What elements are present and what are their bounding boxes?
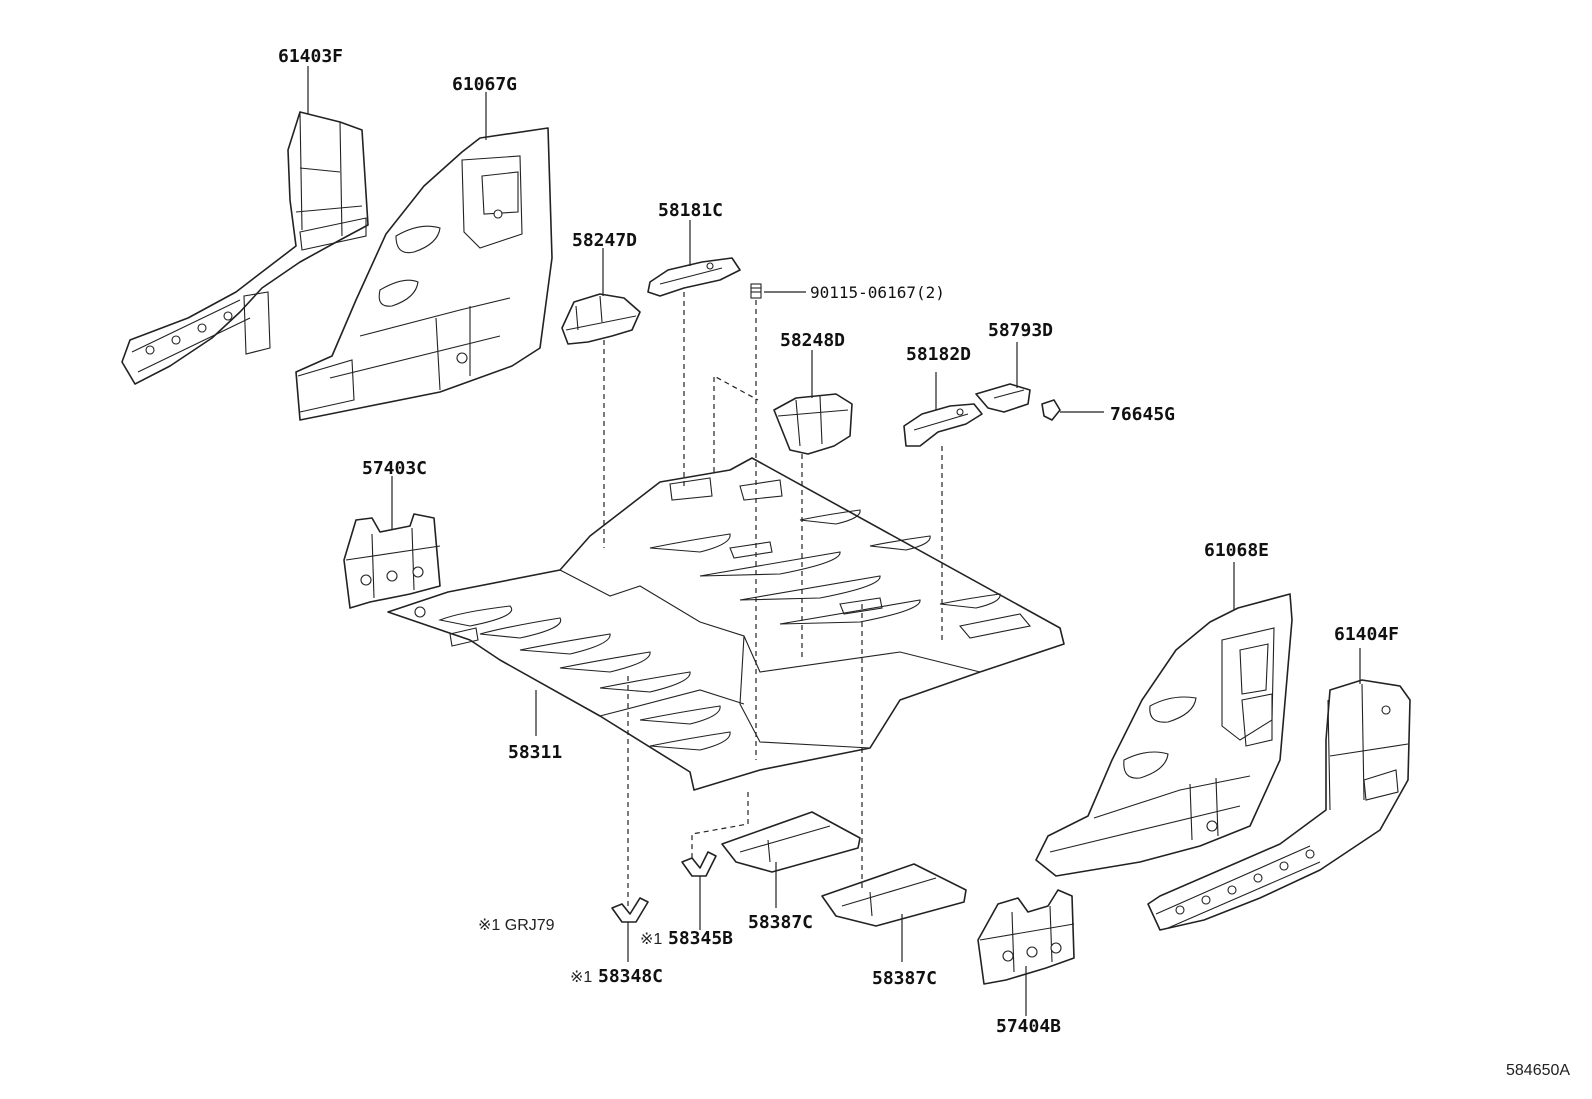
- mark-58345B: ※1: [640, 931, 662, 948]
- part-58348C-drawing: [611, 897, 649, 923]
- label-58387C-lower: 58387C: [872, 968, 937, 989]
- part-58387C-lower-drawing: [821, 863, 967, 927]
- label-58345B: 58345B: [668, 928, 733, 949]
- label-58247D: 58247D: [572, 230, 637, 251]
- note-grj79: ※1 GRJ79: [478, 917, 555, 934]
- part-57403C-drawing: [343, 513, 441, 609]
- part-58181C-drawing: [647, 257, 741, 297]
- assembly-dashed-lines: [603, 292, 943, 906]
- part-57404B-drawing: [977, 889, 1075, 985]
- part-58793D-drawing: [975, 383, 1031, 413]
- label-76645G: 76645G: [1110, 404, 1175, 425]
- part-61403F-drawing: [121, 111, 369, 385]
- label-58311: 58311: [508, 742, 562, 763]
- part-58345B-drawing: [681, 851, 717, 877]
- part-61068E-drawing: [1035, 593, 1293, 877]
- label-58387C-upper: 58387C: [748, 912, 813, 933]
- label-90115-06167: 90115-06167(2): [810, 283, 945, 302]
- label-61068E: 61068E: [1204, 540, 1269, 561]
- label-58182D: 58182D: [906, 344, 971, 365]
- part-76645G-drawing: [1041, 399, 1061, 421]
- label-57404B: 57404B: [996, 1016, 1061, 1037]
- part-61067G-drawing: [295, 127, 553, 421]
- part-58248D-drawing: [773, 393, 853, 455]
- part-58311-drawing: [387, 457, 1065, 791]
- label-61403F: 61403F: [278, 46, 343, 67]
- mark-58348C: ※1: [570, 969, 592, 986]
- part-58182D-drawing: [903, 403, 983, 447]
- label-58181C: 58181C: [658, 200, 723, 221]
- part-58247D-drawing: [561, 293, 641, 345]
- label-61404F: 61404F: [1334, 624, 1399, 645]
- part-61404F-drawing: [1147, 679, 1411, 931]
- label-57403C: 57403C: [362, 458, 427, 479]
- label-58793D: 58793D: [988, 320, 1053, 341]
- label-61067G: 61067G: [452, 74, 517, 95]
- part-90115-bolt: [750, 283, 762, 299]
- reference-code: 584650A: [1506, 1062, 1570, 1079]
- label-58248D: 58248D: [780, 330, 845, 351]
- label-58348C: 58348C: [598, 966, 663, 987]
- part-58387C-upper-drawing: [721, 811, 861, 873]
